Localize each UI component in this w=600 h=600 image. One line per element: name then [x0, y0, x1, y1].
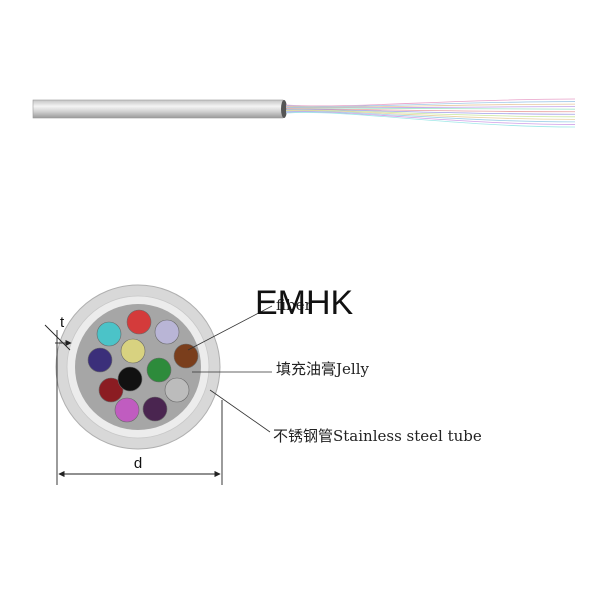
fiber-strand — [285, 110, 576, 120]
fiber-circle — [98, 377, 124, 403]
fiber-circle — [126, 309, 152, 335]
side-view-tube — [32, 98, 576, 128]
fiber-circle — [154, 319, 180, 345]
fiber-group — [87, 309, 199, 423]
jelly-label: 填充油膏Jelly — [276, 360, 369, 378]
fiber-strand — [285, 101, 576, 107]
fiber-strand — [285, 110, 576, 123]
fiber-strand — [285, 98, 576, 107]
tube-end — [281, 100, 287, 118]
fiber-circle — [96, 321, 122, 347]
leader-lines — [187, 305, 273, 433]
fiber-circle — [117, 366, 143, 392]
tube-leader — [209, 389, 271, 433]
fiber-leader — [187, 305, 273, 351]
fiber-circle — [120, 338, 146, 364]
fiber-strand — [285, 111, 576, 125]
fiber-label: fiber — [276, 296, 312, 314]
fiber-strands — [285, 98, 576, 128]
fiber-strand — [285, 112, 576, 128]
fiber-circle — [87, 347, 113, 373]
watermark: EMHK — [255, 284, 354, 322]
fiber-circle — [173, 343, 199, 369]
cross-section — [55, 284, 221, 450]
tube-body — [32, 99, 284, 119]
dimension-markers — [44, 324, 223, 485]
thickness-label: t — [60, 314, 65, 331]
tube-label: 不锈钢管Stainless steel tube — [273, 427, 482, 445]
diameter-label: d — [134, 455, 142, 472]
fiber-strand — [285, 103, 576, 108]
fiber-strand — [285, 108, 576, 115]
fiber-strand — [285, 108, 576, 113]
fiber-circle — [114, 397, 140, 423]
fiber-circle — [146, 357, 172, 383]
fiber-strand — [285, 109, 576, 118]
fiber-circle — [142, 396, 168, 422]
fiber-circle — [164, 377, 190, 403]
